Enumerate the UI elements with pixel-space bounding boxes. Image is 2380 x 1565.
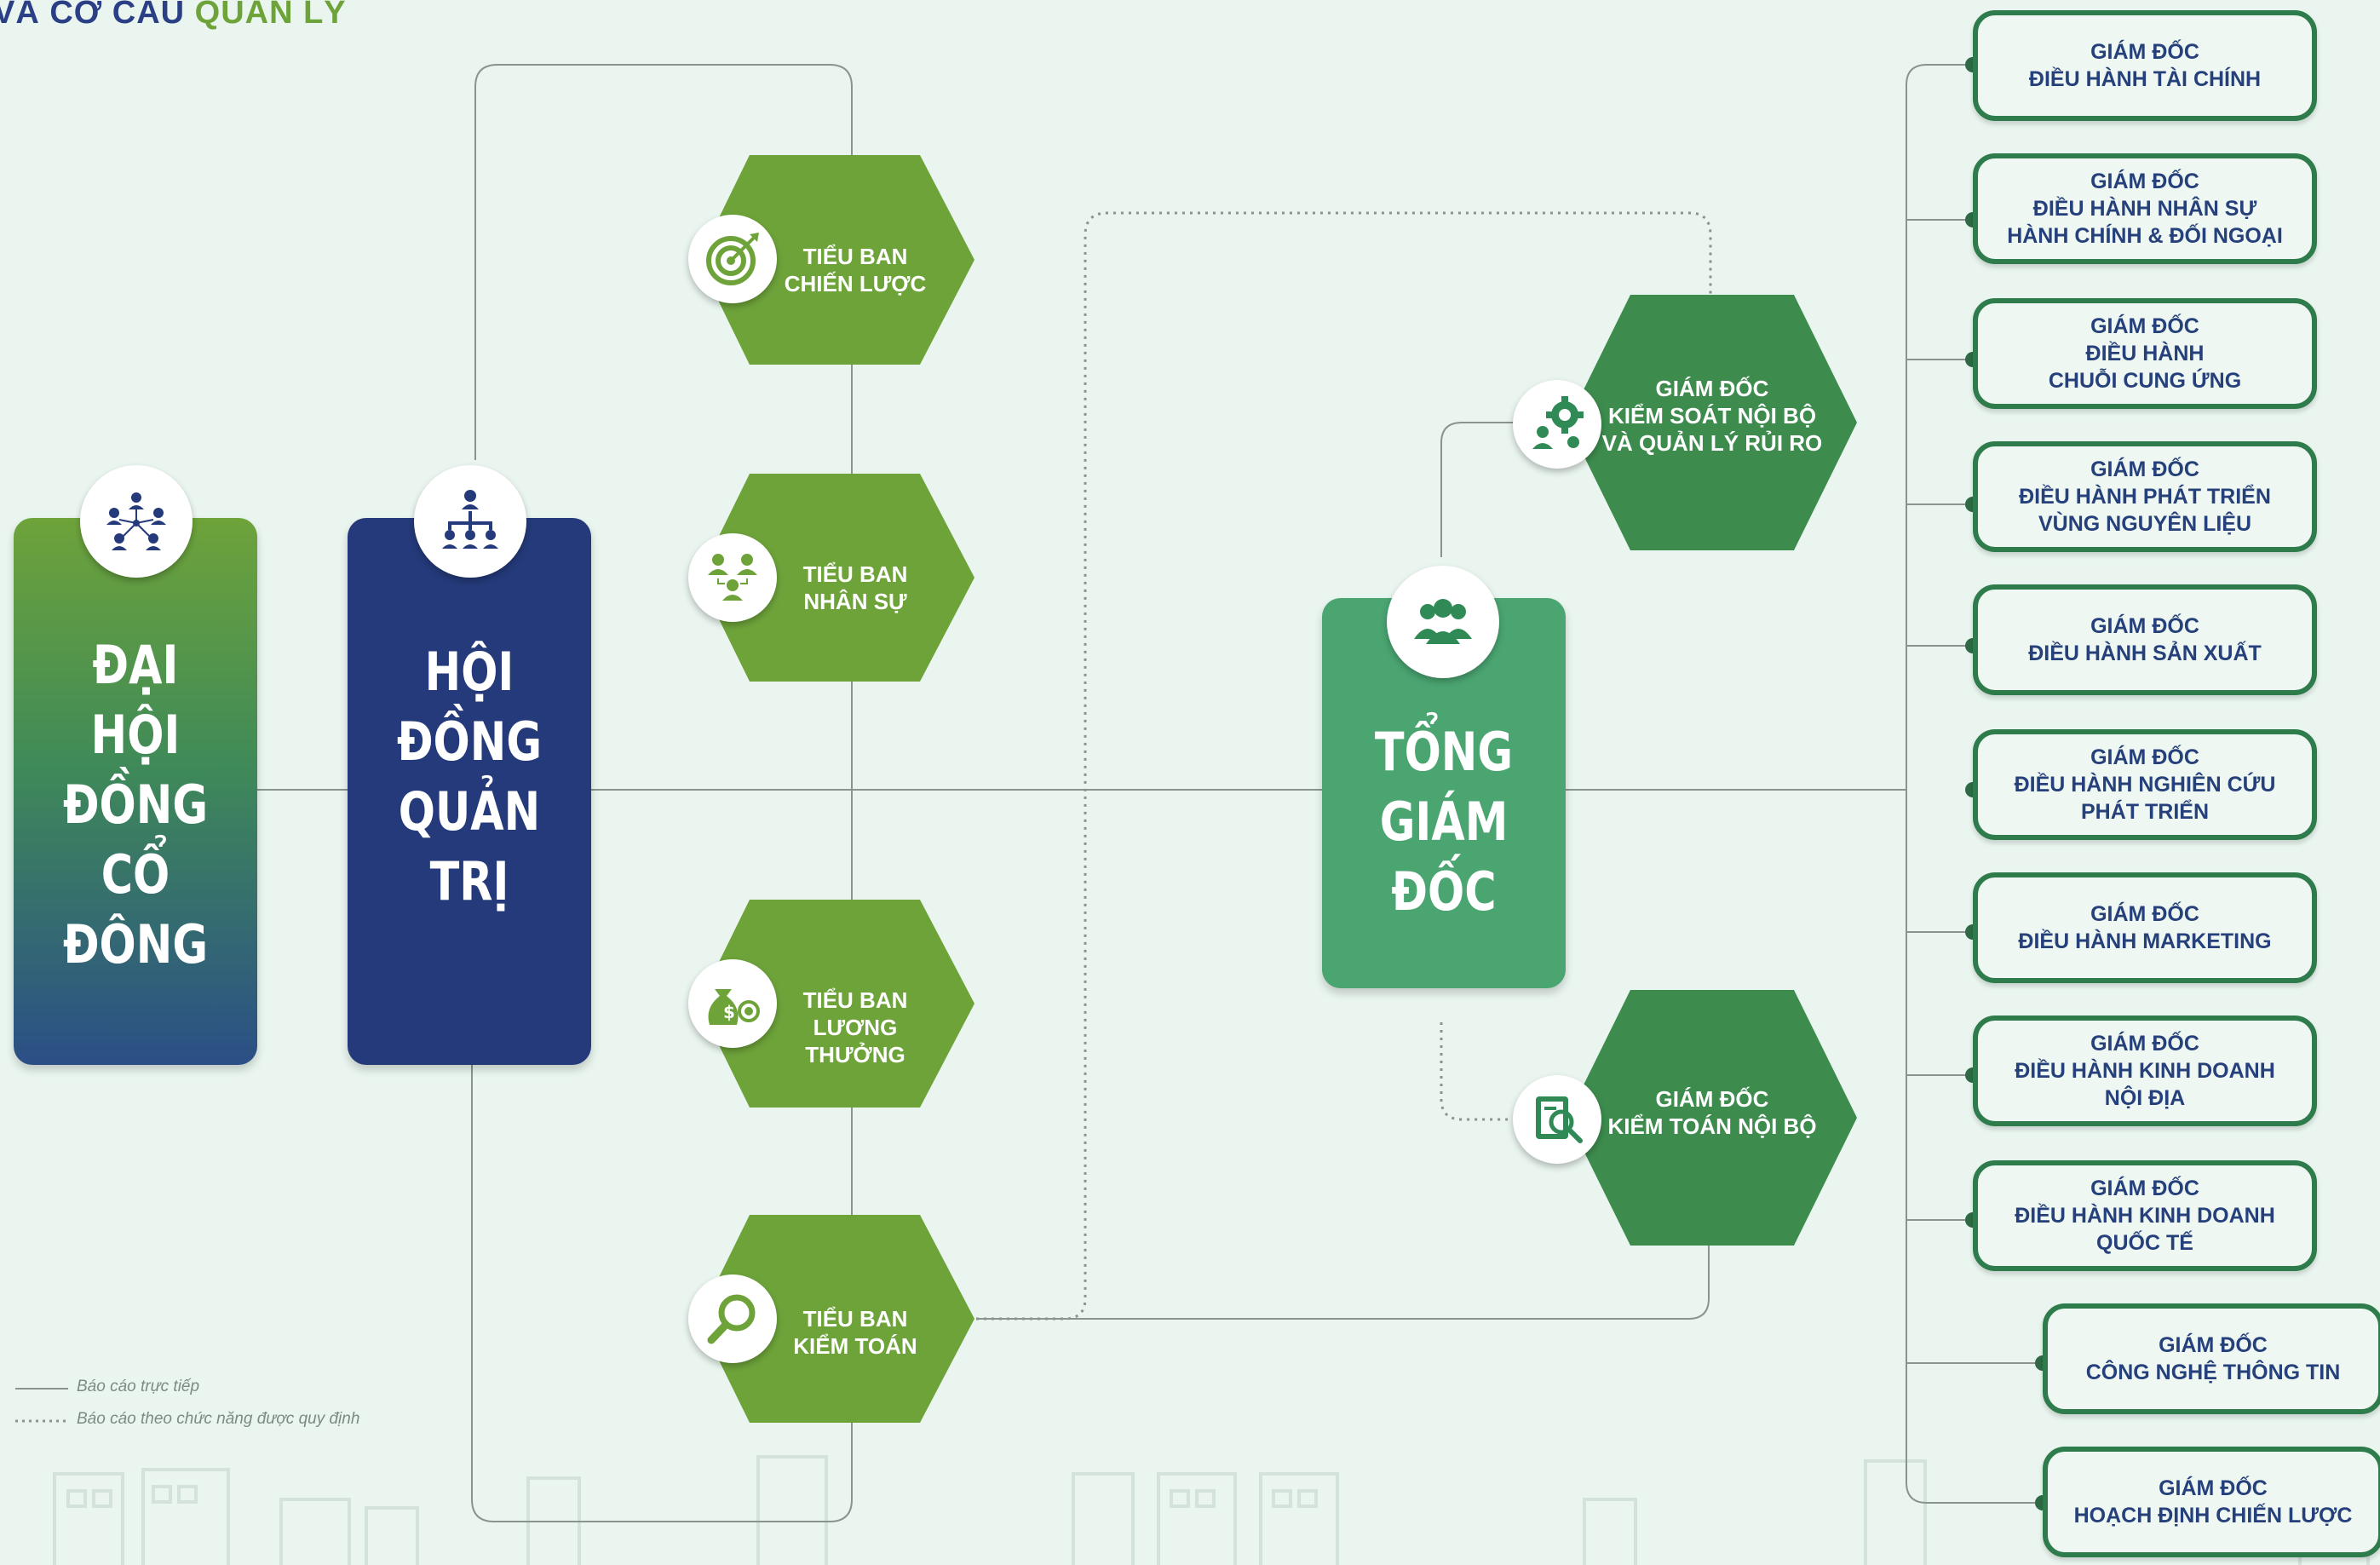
page-title: VÀ CƠ CẤU QUẢN LÝ xyxy=(0,0,347,31)
magnifier-icon xyxy=(707,1294,756,1344)
mid-director-label-control: GIÁM ĐỐC KIỂM SOÁT NỘI BỘ VÀ QUẢN LÝ RỦI… xyxy=(1601,376,1823,456)
network-people-icon xyxy=(106,492,166,550)
skyline-decoration xyxy=(53,1455,2370,1565)
board-badge xyxy=(414,465,526,578)
mid-director-badge-audit xyxy=(1513,1075,1601,1164)
director-box-rnd: GIÁM ĐỐC ĐIỀU HÀNH NGHIÊN CỨU PHÁT TRIỂN xyxy=(1973,729,2317,840)
svg-text:$: $ xyxy=(723,1002,735,1022)
committee-badge-audit xyxy=(688,1274,777,1363)
board-label: HỘI ĐỒNG QUẢN TRỊ xyxy=(396,641,543,912)
legend-functional-label: Báo cáo theo chức năng được quy định xyxy=(77,1410,360,1428)
hexagon-audit-committee xyxy=(698,1215,974,1423)
mid-director-badge-control xyxy=(1513,380,1601,469)
committee-badge-strategy xyxy=(688,215,777,303)
hexagon-internal-control xyxy=(1567,295,1857,550)
director-box-raw-materials: GIÁM ĐỐC ĐIỀU HÀNH PHÁT TRIỂN VÙNG NGUYÊ… xyxy=(1973,441,2317,552)
committee-label-compensation: TIỂU BAN LƯƠNG THƯỞNG xyxy=(802,987,908,1067)
hexagon-internal-audit xyxy=(1567,990,1857,1246)
hexagon-personnel xyxy=(698,474,974,682)
director-box-international-sales: GIÁM ĐỐC ĐIỀU HÀNH KINH DOANH QUỐC TẾ xyxy=(1973,1160,2317,1271)
ceo-label: TỔNG GIÁM ĐỐC xyxy=(1374,721,1514,923)
people-icon xyxy=(708,554,757,601)
committee-label-personnel: TIỂU BAN NHÂN SỰ xyxy=(802,561,908,614)
director-box-domestic-sales: GIÁM ĐỐC ĐIỀU HÀNH KINH DOANH NỘI ĐỊA xyxy=(1973,1016,2317,1126)
hierarchy-icon xyxy=(442,490,498,549)
ceo-badge xyxy=(1387,566,1499,678)
shareholders-label: ĐẠI HỘI ĐỒNG CỔ ĐÔNG xyxy=(62,634,209,975)
committee-label-strategy: TIỂU BAN CHIẾN LƯỢC xyxy=(784,244,927,296)
money-bag-icon: $ xyxy=(708,989,760,1025)
director-box-production: GIÁM ĐỐC ĐIỀU HÀNH SẢN XUẤT xyxy=(1973,584,2317,695)
legend-direct-label: Báo cáo trực tiếp xyxy=(77,1378,200,1395)
mid-director-label-audit: GIÁM ĐỐC KIỂM TOÁN NỘI BỘ xyxy=(1607,1086,1817,1139)
audit-icon xyxy=(1536,1096,1583,1143)
director-box-supply-chain: GIÁM ĐỐC ĐIỀU HÀNH CHUỖI CUNG ỨNG xyxy=(1973,298,2317,409)
director-box-strategy-planning: GIÁM ĐỐC HOẠCH ĐỊNH CHIẾN LƯỢC xyxy=(2043,1447,2380,1557)
team-icon xyxy=(1414,599,1472,644)
committee-label-audit: TIỂU BAN KIỂM TOÁN xyxy=(793,1306,917,1359)
director-box-hr-admin: GIÁM ĐỐC ĐIỀU HÀNH NHÂN SỰ HÀNH CHÍNH & … xyxy=(1973,153,2317,264)
target-icon xyxy=(706,233,759,285)
gear-people-icon xyxy=(1532,396,1584,449)
director-box-it: GIÁM ĐỐC CÔNG NGHỆ THÔNG TIN xyxy=(2043,1303,2380,1414)
hexagon-compensation xyxy=(698,900,974,1108)
committee-badge-personnel xyxy=(688,533,777,622)
committee-badge-compensation: $ xyxy=(688,959,777,1048)
hexagon-strategy-full xyxy=(698,155,974,365)
shareholders-card: ĐẠI HỘI ĐỒNG CỔ ĐÔNG xyxy=(14,518,257,1065)
shareholders-badge xyxy=(80,465,193,578)
director-box-marketing: GIÁM ĐỐC ĐIỀU HÀNH MARKETING xyxy=(1973,872,2317,983)
board-card: HỘI ĐỒNG QUẢN TRỊ xyxy=(348,518,591,1065)
director-box-finance: GIÁM ĐỐC ĐIỀU HÀNH TÀI CHÍNH xyxy=(1973,10,2317,121)
